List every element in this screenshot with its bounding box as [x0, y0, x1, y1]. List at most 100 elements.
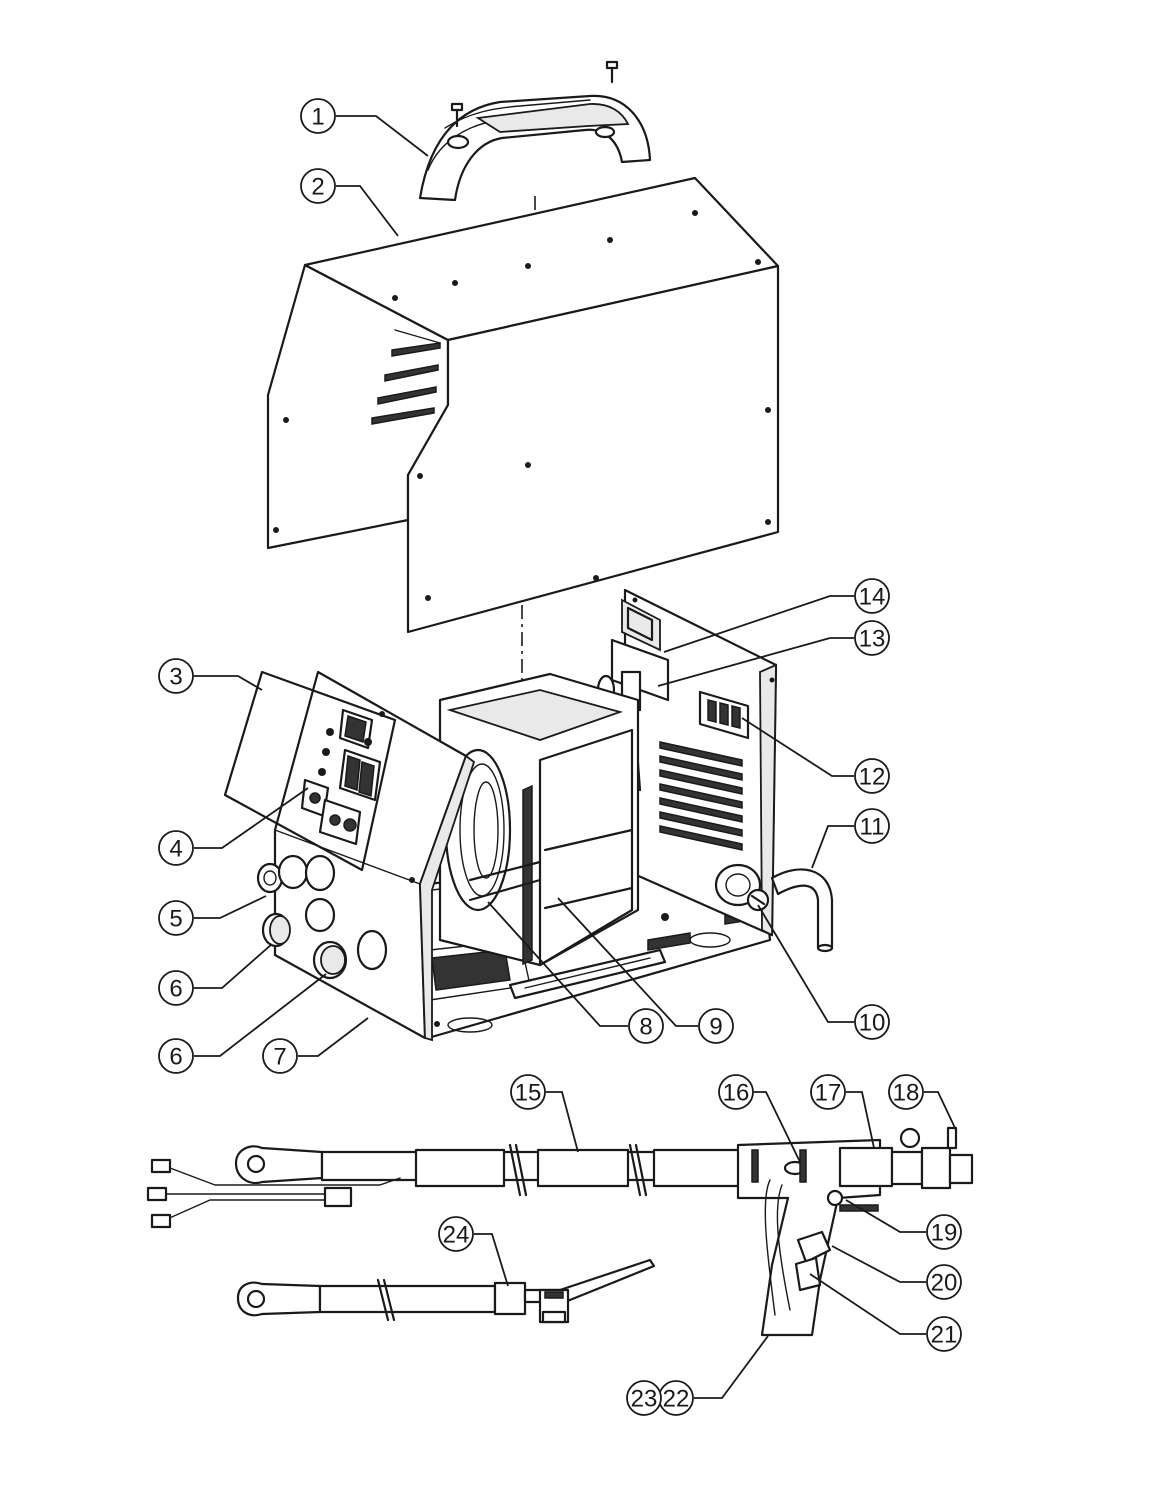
callout-bubble — [628, 1008, 664, 1044]
callout-c12: 12 — [741, 717, 890, 794]
callout-number: 4 — [169, 836, 182, 863]
handle-screw-left — [450, 102, 464, 128]
callout-bubble — [158, 970, 194, 1006]
callout-number: 18 — [893, 1080, 920, 1107]
callout-bubble — [926, 1264, 962, 1300]
callout-leader-line — [487, 901, 628, 1027]
callout-leader-line — [741, 717, 854, 777]
callout-number: 17 — [815, 1080, 842, 1107]
callout-bubble — [926, 1214, 962, 1250]
rear-vent-slots — [659, 741, 743, 851]
callout-bubble — [854, 758, 890, 794]
callout-c16: 16 — [718, 1074, 801, 1163]
callout-number: 19 — [931, 1220, 958, 1247]
callout-c19: 19 — [845, 1199, 962, 1250]
power-cord — [770, 868, 834, 953]
callout-c14: 14 — [663, 578, 890, 653]
callout-leader-line — [811, 825, 854, 869]
callout-c21: 21 — [809, 1273, 962, 1352]
callout-number: 11 — [860, 814, 885, 841]
callout-number: 7 — [273, 1044, 286, 1071]
callout-leader-line — [757, 904, 854, 1023]
callout-leader-line — [754, 1091, 801, 1163]
callout-c7: 7 — [262, 1017, 369, 1074]
callout-number: 13 — [859, 626, 886, 653]
callout-leader-line — [474, 1233, 509, 1287]
callout-bubble — [926, 1316, 962, 1352]
callout-number: 10 — [859, 1010, 886, 1037]
callout-c17: 17 — [810, 1074, 875, 1149]
callout-leader-line — [336, 115, 429, 157]
panel-connectors — [256, 854, 388, 980]
callout-number: 9 — [709, 1014, 722, 1041]
callout-leader-line — [809, 1273, 926, 1335]
callout-leader-line — [546, 1091, 579, 1153]
callout-leader-line — [924, 1091, 957, 1131]
callout-c15: 15 — [510, 1074, 579, 1153]
callout-bubble — [158, 1038, 194, 1074]
callout-leader-line — [694, 1335, 769, 1399]
callout-c23: 23 — [626, 1380, 662, 1416]
callout-bubble — [888, 1074, 924, 1110]
callout-leader-line — [657, 637, 854, 687]
callout-number: 15 — [515, 1080, 542, 1107]
callout-leader-line — [663, 595, 854, 653]
callout-number: 21 — [931, 1322, 958, 1349]
callout-c6a: 6 — [158, 943, 273, 1006]
callout-bubble — [854, 808, 890, 844]
callout-number: 16 — [723, 1080, 750, 1107]
callout-leader-line — [845, 1199, 926, 1233]
handle-screw-right — [605, 60, 619, 84]
terminal-block — [698, 690, 750, 740]
transformer — [438, 672, 667, 1000]
callout-number: 23 — [631, 1386, 658, 1413]
callout-c8: 8 — [487, 901, 664, 1044]
callout-number: 1 — [311, 104, 324, 131]
callout-leader-line — [557, 897, 698, 1027]
ground-cable — [236, 1258, 656, 1324]
callout-number: 22 — [663, 1386, 690, 1413]
callout-c4: 4 — [158, 787, 309, 866]
outer-cover — [266, 176, 780, 688]
callout-number: 24 — [443, 1222, 470, 1249]
callout-c11: 11 — [811, 808, 890, 869]
callout-bubble — [438, 1216, 474, 1252]
callout-bubble — [626, 1380, 662, 1416]
callout-leader-line — [846, 1091, 875, 1149]
callout-c1: 1 — [300, 98, 429, 157]
callout-leader-line — [194, 675, 263, 691]
callout-bubble — [854, 1004, 890, 1040]
front-label — [223, 670, 397, 872]
callout-number: 20 — [931, 1270, 958, 1297]
callout-leader-line — [298, 1017, 369, 1057]
callout-number: 8 — [639, 1014, 652, 1041]
callout-c24: 24 — [438, 1216, 509, 1287]
callout-bubble — [510, 1074, 546, 1110]
callout-bubble — [300, 98, 336, 134]
callout-c3: 3 — [158, 658, 263, 694]
callout-c13: 13 — [657, 620, 890, 687]
callout-number: 12 — [859, 764, 886, 791]
callout-bubble — [158, 900, 194, 936]
welding-gun-cable — [146, 1126, 974, 1337]
callout-c6b: 6 — [158, 973, 327, 1074]
callout-c2: 2 — [300, 168, 399, 237]
callout-c18: 18 — [888, 1074, 957, 1131]
callout-bubble — [854, 578, 890, 614]
callout-number: 14 — [859, 584, 886, 611]
callout-bubble — [158, 658, 194, 694]
callout-c9: 9 — [557, 897, 734, 1044]
callout-leader-line — [194, 787, 309, 849]
callout-leader-line — [194, 943, 273, 989]
callout-number: 2 — [311, 174, 324, 201]
callout-leader-line — [194, 895, 267, 919]
callout-c10: 10 — [757, 904, 890, 1040]
callout-bubble — [698, 1008, 734, 1044]
callout-bubble — [300, 168, 336, 204]
callout-leader-line — [194, 973, 327, 1057]
callout-c5: 5 — [158, 895, 267, 936]
callout-c22: 22 — [658, 1335, 769, 1416]
fuse-holder — [714, 863, 770, 912]
